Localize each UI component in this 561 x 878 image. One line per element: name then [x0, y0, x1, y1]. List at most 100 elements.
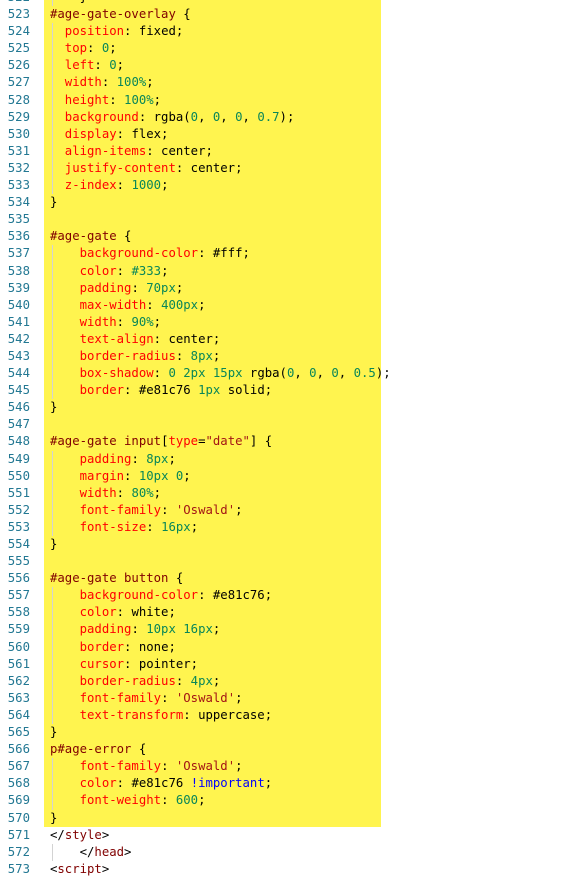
code-line[interactable]: 532 justify-content: center; [0, 159, 561, 178]
code-line[interactable]: 560 border: none; [0, 638, 561, 656]
code-line[interactable]: 551 width: 80%; [0, 484, 561, 502]
code-line[interactable]: 568 color: #e81c76 !important; [0, 775, 561, 793]
code-line[interactable]: 544 box-shadow: 0 2px 15px rgba(0, 0, 0,… [0, 365, 561, 383]
code-line[interactable]: 541 width: 90%; [0, 313, 561, 331]
code-line[interactable]: 524 position: fixed; [0, 23, 561, 41]
code-token: 8px [146, 451, 169, 466]
line-number: 528 [7, 92, 30, 107]
code-token: } [50, 725, 58, 740]
code-token: text-align [50, 331, 154, 346]
line-highlight [44, 604, 381, 622]
code-line[interactable]: 571</style> [0, 827, 561, 844]
code-line[interactable]: 546} [0, 399, 561, 417]
line-highlight [44, 689, 381, 707]
code-text: #age-gate { [50, 228, 131, 245]
code-line[interactable]: 542 text-align: center; [0, 330, 561, 348]
code-line[interactable]: 535 [0, 211, 561, 229]
code-line[interactable]: 567 font-family: 'Oswald'; [0, 758, 561, 776]
code-line[interactable]: 534} [0, 194, 561, 212]
code-line[interactable]: 552 font-family: 'Oswald'; [0, 501, 561, 519]
code-token: border [50, 639, 125, 654]
code-line[interactable]: 564 text-transform: uppercase; [0, 706, 561, 725]
code-line[interactable]: 556#age-gate button { [0, 570, 561, 588]
code-line[interactable]: 573<script> [0, 861, 561, 878]
code-line[interactable]: 558 color: white; [0, 604, 561, 622]
code-line[interactable]: 538 color: #333; [0, 262, 561, 280]
code-text: } [50, 0, 87, 6]
code-line[interactable]: 527 width: 100%; [0, 74, 561, 92]
code-token: : [175, 673, 191, 688]
line-number: 571 [7, 827, 30, 842]
code-line[interactable]: 539 padding: 70px; [0, 279, 561, 297]
code-token: ; [116, 58, 125, 73]
code-line[interactable]: 561 cursor: pointer; [0, 655, 561, 673]
code-line[interactable]: 545 border: #e81c76 1px solid; [0, 382, 561, 400]
code-token: ; [198, 297, 206, 312]
code-text: align-items: center; [50, 143, 213, 160]
code-line[interactable]: 523#age-gate-overlay { [0, 6, 561, 24]
line-highlight [44, 416, 381, 434]
code-line[interactable]: 554} [0, 536, 561, 554]
code-line[interactable]: 569 font-weight: 600; [0, 792, 561, 810]
code-token: ; [264, 776, 273, 791]
code-text: margin: 10px 0; [50, 468, 191, 485]
line-highlight [44, 74, 381, 92]
code-text: p#age-error { [50, 741, 146, 758]
code-token: : [116, 178, 132, 193]
code-line[interactable]: 531 align-items: center; [0, 142, 561, 160]
code-token: ; [153, 92, 162, 107]
code-line[interactable]: 570} [0, 809, 561, 827]
code-token: 100% [124, 92, 154, 107]
code-line[interactable]: 562 border-radius: 4px; [0, 672, 561, 690]
code-token: ); [375, 366, 391, 381]
line-number: 551 [7, 485, 30, 500]
code-line[interactable]: 548#age-gate input[type="date"] { [0, 433, 561, 451]
code-token: : [146, 519, 162, 534]
code-token: 1px [198, 383, 221, 398]
code-token: } [50, 810, 58, 825]
code-token: : center; [153, 331, 221, 346]
code-line[interactable]: 555 [0, 553, 561, 571]
indent-guide [52, 672, 53, 690]
code-line[interactable]: 557 background-color: #e81c76; [0, 587, 561, 605]
code-line[interactable]: 526 left: 0; [0, 57, 561, 75]
code-line[interactable]: 553 font-size: 16px; [0, 518, 561, 536]
code-token: align-items [50, 143, 147, 158]
code-token: [ [161, 434, 169, 449]
code-line[interactable]: 529 background: rgba(0, 0, 0, 0.7); [0, 108, 561, 126]
code-token: 10px 0 [138, 468, 184, 483]
code-line[interactable]: 540 max-width: 400px; [0, 296, 561, 314]
code-line[interactable]: 559 padding: 10px 16px; [0, 621, 561, 639]
code-line[interactable]: 572 </head> [0, 843, 561, 861]
code-token: font-family [50, 759, 162, 774]
code-line[interactable]: 543 border-radius: 8px; [0, 347, 561, 366]
code-line[interactable]: 550 margin: 10px 0; [0, 467, 561, 485]
code-line[interactable]: 522 } [0, 0, 561, 7]
line-highlight [44, 775, 381, 793]
code-text: font-family: 'Oswald'; [50, 758, 243, 775]
code-token: : white; [116, 605, 176, 620]
code-text: color: white; [50, 604, 176, 621]
code-line[interactable]: 565} [0, 724, 561, 742]
code-line[interactable]: 536#age-gate { [0, 228, 561, 246]
code-line[interactable]: 563 font-family: 'Oswald'; [0, 689, 561, 707]
code-token: top [50, 41, 88, 56]
code-token: padding [50, 622, 132, 637]
code-line[interactable]: 528 height: 100%; [0, 91, 561, 109]
code-line[interactable]: 547 [0, 416, 561, 434]
code-token: : #e81c76 [124, 383, 199, 398]
code-line[interactable]: 549 padding: 8px; [0, 450, 561, 468]
line-number: 548 [7, 434, 30, 449]
code-token: </ [50, 827, 65, 842]
code-text: border-radius: 4px; [50, 673, 221, 690]
code-line[interactable]: 530 display: flex; [0, 125, 561, 143]
code-token: !important [190, 776, 265, 791]
code-line[interactable]: 533 z-index: 1000; [0, 177, 561, 195]
code-line[interactable]: 537 background-color: #fff; [0, 245, 561, 263]
indent-guide [52, 655, 53, 673]
code-token: ; [235, 759, 243, 774]
code-line[interactable]: 525 top: 0; [0, 40, 561, 58]
code-token: width [50, 314, 117, 329]
